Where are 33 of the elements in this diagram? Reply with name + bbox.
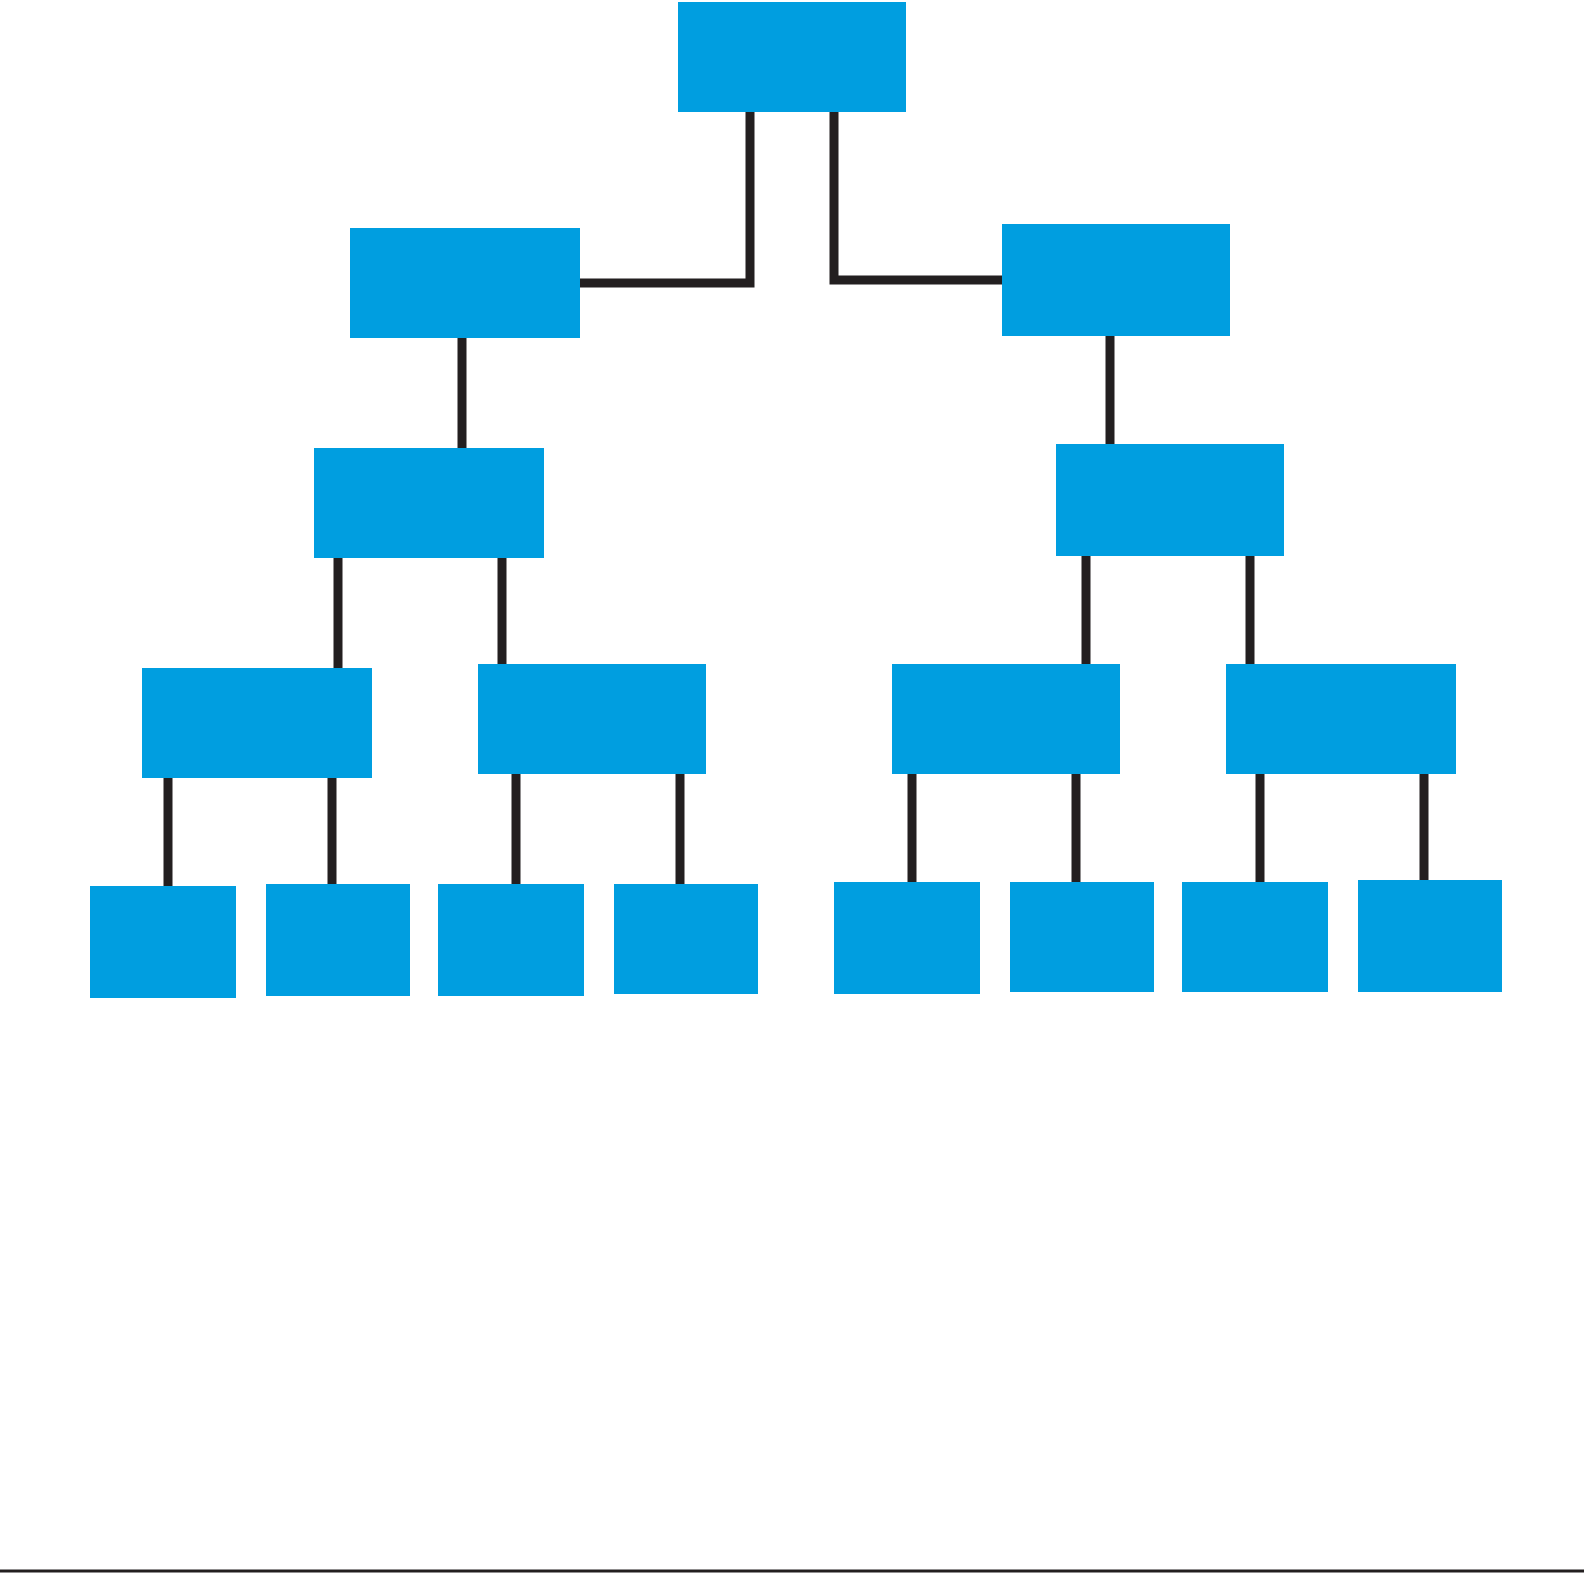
node-box	[314, 448, 544, 558]
connector-line	[1105, 336, 1115, 444]
node-box	[1056, 444, 1284, 556]
connector-line	[829, 112, 1002, 285]
node-box	[834, 882, 980, 994]
node-box	[350, 228, 580, 338]
node-box	[142, 668, 372, 778]
connector-line	[163, 778, 173, 886]
connector-line	[907, 774, 917, 882]
connector-line	[1071, 774, 1081, 882]
node-box	[1226, 664, 1456, 774]
node-box	[266, 884, 410, 996]
connector-line	[333, 558, 343, 668]
node-box	[478, 664, 706, 774]
node-box	[614, 884, 758, 994]
node-box	[1182, 882, 1328, 992]
node-box	[90, 886, 236, 998]
connector-line	[1419, 774, 1429, 880]
connector-line	[1081, 556, 1091, 664]
connector-line	[1245, 556, 1255, 664]
node-box	[1358, 880, 1502, 992]
connector-line	[511, 774, 521, 884]
connector-line	[497, 558, 507, 664]
connector-line	[675, 774, 685, 884]
node-box	[438, 884, 584, 996]
connector-line	[457, 338, 467, 448]
node-box	[1010, 882, 1154, 992]
node-box	[1002, 224, 1230, 336]
node-box	[892, 664, 1120, 774]
node-box	[678, 2, 906, 112]
connector-line	[1255, 774, 1265, 882]
connector-line	[580, 112, 755, 288]
connector-line	[327, 778, 337, 884]
